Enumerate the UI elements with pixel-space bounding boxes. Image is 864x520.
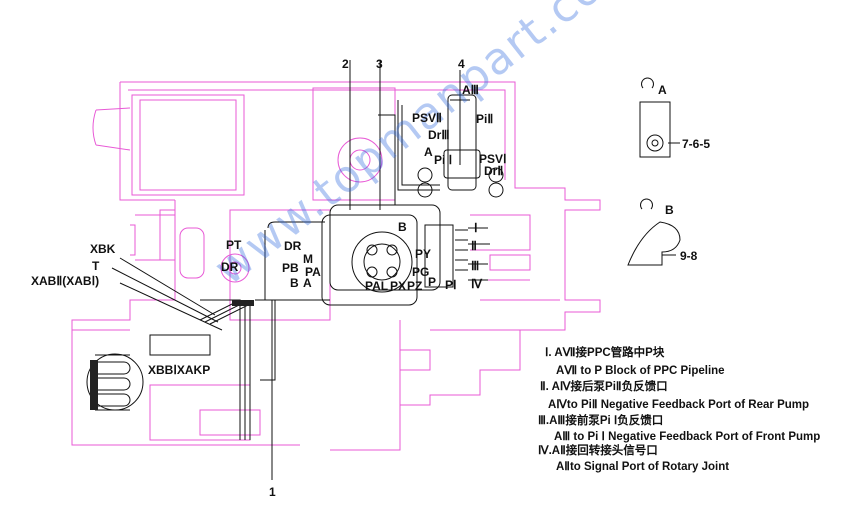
label-pi2: PiⅡ xyxy=(476,112,494,126)
label-roman-4: Ⅳ xyxy=(471,277,483,291)
label-pb: PB xyxy=(282,261,299,275)
callout-1: 1 xyxy=(269,485,276,499)
label-xbb-xakp: XBBⅠXAKP xyxy=(148,363,211,377)
label-px: PX xyxy=(390,279,407,293)
machine-frame xyxy=(71,81,601,451)
callout-2: 2 xyxy=(342,57,349,71)
label-a-small: A xyxy=(303,276,312,290)
label-pg: PG xyxy=(412,265,430,279)
label-m: M xyxy=(303,252,313,266)
label-psv1: PSVⅠ xyxy=(479,152,507,166)
label-roman-2: Ⅱ xyxy=(471,239,477,253)
callout-4: 4 xyxy=(458,57,465,71)
hydraulic-lines xyxy=(86,60,681,480)
label-psv2: PSVⅡ xyxy=(412,111,442,125)
legend-1-cn: Ⅰ. AⅦ接PPC管路中P块 xyxy=(545,347,665,359)
view-a-label: A xyxy=(658,83,667,97)
legend-2-en: AⅣto PiⅡ Negative Feedback Port of Rear … xyxy=(548,399,810,411)
label-pa: PA xyxy=(305,265,321,279)
label-p: P xyxy=(428,275,437,289)
legend-4-en: AⅡto Signal Port of Rotary Joint xyxy=(556,461,730,473)
legend-4-cn: Ⅳ.AⅡ接回转接头信号口 xyxy=(538,445,658,457)
label-roman-1: Ⅰ xyxy=(474,221,478,235)
label-pz: PZ xyxy=(407,279,423,293)
dark-components xyxy=(90,300,254,410)
label-dr2: DrⅡ xyxy=(484,164,504,178)
legend-2-cn: Ⅱ. AⅣ接后泵PiⅡ负反馈口 xyxy=(540,381,668,393)
view-a-parts: 7-6-5 xyxy=(682,137,711,151)
label-roman-3: Ⅲ xyxy=(471,259,480,273)
legend-3-cn: Ⅲ.AⅢ接前泵Pi Ⅰ负反馈口 xyxy=(538,415,664,427)
label-b-small: B xyxy=(290,276,299,290)
legend-1-en: AⅦ to P Block of PPC Pipeline xyxy=(556,365,725,377)
legend-3-en: AⅢ to Pi Ⅰ Negative Feedback Port of Fro… xyxy=(554,431,821,443)
label-b-block: B xyxy=(398,220,407,234)
view-b-label: B xyxy=(665,203,674,217)
view-b-parts: 9-8 xyxy=(680,249,698,263)
label-pi1: Pi Ⅰ xyxy=(434,153,453,167)
label-a: A xyxy=(424,145,433,159)
label-t: T xyxy=(92,259,100,273)
label-pI: PⅠ xyxy=(445,278,457,292)
label-dr-a: DR xyxy=(221,260,239,274)
label-aiii: AⅢ xyxy=(462,83,479,97)
label-dr-b: DR xyxy=(284,239,302,253)
label-xbk: XBK xyxy=(90,242,116,256)
label-xab: XABⅡ(XABⅠ) xyxy=(31,274,100,288)
label-pal: PAL xyxy=(365,279,389,293)
label-py: PY xyxy=(415,247,432,261)
label-pt: PT xyxy=(226,238,242,252)
callout-3: 3 xyxy=(376,57,383,71)
label-dr3: DrⅢ xyxy=(428,128,450,142)
